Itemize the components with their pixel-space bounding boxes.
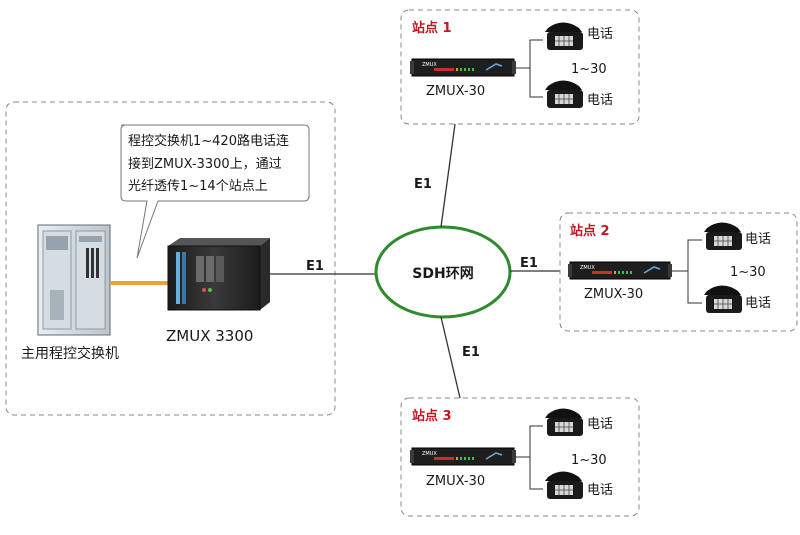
svg-text:ZMUX: ZMUX [580, 265, 595, 271]
site-1-phone-bottom-icon [545, 80, 583, 108]
zmux3300-label: ZMUX 3300 [166, 327, 253, 345]
site-3-phone-bottom-icon [545, 471, 583, 499]
pbx-cabinet-icon [37, 224, 111, 336]
site-3-phone-top-icon [545, 408, 583, 436]
link-ring-site1 [440, 123, 456, 228]
site-1-title: 站点 1 [412, 20, 452, 36]
site-3-phone-top-label: 电话 [587, 417, 613, 432]
link-site3-label: E1 [462, 345, 480, 360]
site-1-phone-top-label: 电话 [587, 27, 613, 42]
link-ring-site3 [440, 316, 461, 399]
pbx-label: 主用程控交换机 [21, 345, 119, 362]
site-1-zmux30-icon: ZMUX [410, 58, 516, 77]
site-1-border [400, 9, 640, 125]
callout-line-2: 接到ZMUX-3300上，通过 [128, 156, 282, 172]
site-3-border [400, 397, 640, 517]
site-3-range: 1~30 [571, 453, 607, 468]
site-1-phone-bottom-label: 电话 [587, 93, 613, 108]
sdh-ring-label: SDH环网 [412, 266, 473, 282]
site-1-device-label: ZMUX-30 [426, 84, 485, 99]
site-3-phone-bottom-label: 电话 [587, 483, 613, 498]
svg-text:ZMUX: ZMUX [422, 62, 437, 68]
site-3: 站点 3 ZMUX ZMUX-30 电话 1~30 [400, 397, 640, 517]
site-3-zmux30-icon: ZMUX [410, 447, 516, 466]
svg-text:ZMUX: ZMUX [422, 451, 437, 457]
site-3-device-label: ZMUX-30 [426, 474, 485, 489]
site-1-range: 1~30 [571, 62, 607, 77]
callout-line-3: 光纤透传1~14个站点上 [128, 179, 268, 194]
site-2-device-label: ZMUX-30 [584, 287, 643, 302]
site-2-border [559, 212, 798, 332]
site-2-phone-top-icon [704, 222, 742, 250]
callout-line-1: 程控交换机1~420路电话连 [128, 133, 289, 149]
link-site2-label: E1 [520, 256, 538, 271]
site-3-title: 站点 3 [412, 408, 452, 424]
site-2: 站点 2 ZMUX ZMUX-30 电话 1~30 [559, 212, 798, 332]
main-site-border [5, 101, 336, 416]
zmux3300-device-icon [167, 238, 270, 311]
site-2-zmux30-icon: ZMUX [568, 261, 672, 280]
site-1-phone-top-icon [545, 22, 583, 50]
sdh-ring [374, 225, 512, 319]
link-site1-label: E1 [414, 177, 432, 192]
callout-bubble: 程控交换机1~420路电话连 接到ZMUX-3300上，通过 光纤透传1~14个… [120, 124, 310, 259]
site-2-title: 站点 2 [570, 223, 610, 239]
site-1: 站点 1 ZMUX ZMUX-30 电话 1~30 [400, 9, 640, 125]
site-2-phone-bottom-icon [704, 285, 742, 313]
site-2-range: 1~30 [730, 265, 766, 280]
site-2-phone-bottom-label: 电话 [745, 296, 771, 311]
site-2-phone-top-label: 电话 [745, 232, 771, 247]
link-main-label: E1 [306, 259, 324, 274]
